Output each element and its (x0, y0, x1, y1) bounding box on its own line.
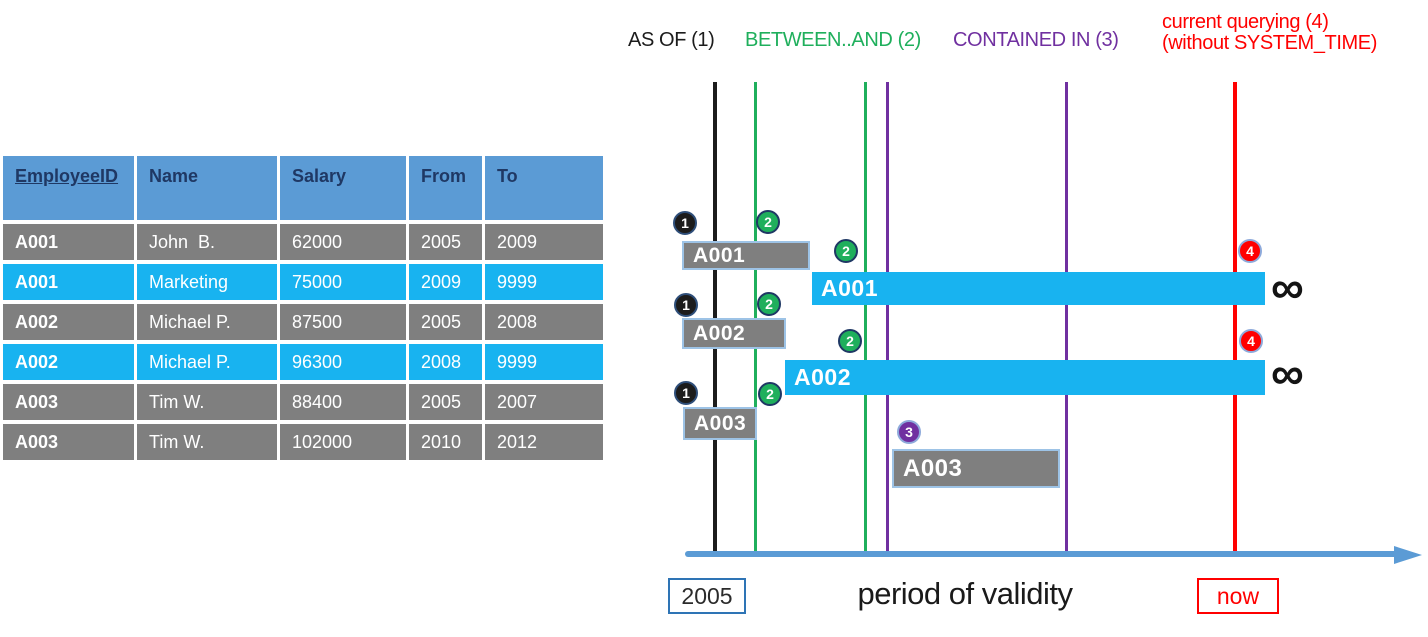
bar-label: A001 (821, 275, 878, 301)
legend-contained-in: CONTAINED IN (3) (953, 29, 1119, 51)
bar-label: A002 (794, 364, 851, 390)
bar-label: A003 (903, 454, 963, 482)
axis-start-year-box: 2005 (668, 578, 746, 614)
badge-between-and: 2 (838, 329, 862, 353)
legend-as-of: AS OF (1) (628, 29, 715, 51)
table-cell: 2005 (409, 384, 482, 420)
axis-start-year-label: 2005 (681, 582, 733, 609)
table-cell: 2007 (485, 384, 603, 420)
between-end-line (864, 82, 867, 556)
table-cell: 9999 (485, 264, 603, 300)
axis-now-box: now (1197, 578, 1279, 614)
table-cell: A001 (3, 224, 134, 260)
table-cell: Tim W. (137, 384, 277, 420)
bar-a001-current: A001 (812, 272, 1265, 305)
time-axis (685, 551, 1397, 557)
time-axis-arrowhead-icon (1394, 546, 1422, 564)
table-cell: A002 (3, 304, 134, 340)
infinity-icon: ∞ (1271, 261, 1304, 313)
bar-a003-history-2: A003 (892, 449, 1060, 488)
table-cell: A003 (3, 424, 134, 460)
column-header-name: Name (137, 156, 277, 220)
now-line (1233, 82, 1237, 556)
bar-a003-history-1: A003 (683, 407, 757, 440)
bar-label: A003 (694, 411, 747, 435)
badge-as-of: 1 (674, 293, 698, 317)
table-cell: 2009 (485, 224, 603, 260)
bar-label: A002 (693, 321, 746, 345)
badge-between-and: 2 (834, 239, 858, 263)
table-cell: 87500 (280, 304, 406, 340)
legend-between-and-label: BETWEEN..AND (2) (745, 29, 921, 51)
contained-in-end-line (1065, 82, 1068, 556)
badge-between-and: 2 (758, 382, 782, 406)
badge-between-and: 2 (757, 292, 781, 316)
table-cell: 62000 (280, 224, 406, 260)
legend-contained-in-label: CONTAINED IN (3) (953, 29, 1119, 51)
table-cell: Marketing (137, 264, 277, 300)
badge-current-querying: 4 (1238, 239, 1262, 263)
column-header-employeeid: EmployeeID (3, 156, 134, 220)
table-cell: 102000 (280, 424, 406, 460)
bar-a002-current: A002 (785, 360, 1265, 395)
axis-now-label: now (1216, 582, 1260, 609)
column-header-to: To (485, 156, 603, 220)
bar-label: A001 (693, 243, 746, 267)
bar-a002-history: A002 (682, 318, 786, 349)
badge-as-of: 1 (674, 381, 698, 405)
table-cell: A003 (3, 384, 134, 420)
table-cell: A002 (3, 344, 134, 380)
column-header-from: From (409, 156, 482, 220)
column-header-salary: Salary (280, 156, 406, 220)
legend-current-querying-label: current querying (4) (1162, 11, 1329, 33)
badge-between-and: 2 (756, 210, 780, 234)
table-cell: 75000 (280, 264, 406, 300)
table-cell: A001 (3, 264, 134, 300)
legend-as-of-label: AS OF (1) (628, 29, 715, 51)
axis-title: period of validity (857, 576, 1073, 611)
legend-current-querying: current querying (4)(without SYSTEM_TIME… (1162, 12, 1377, 54)
badge-contained-in: 3 (897, 420, 921, 444)
bar-a001-history: A001 (682, 241, 810, 270)
table-cell: 2005 (409, 224, 482, 260)
table-cell: 88400 (280, 384, 406, 420)
table-cell: 96300 (280, 344, 406, 380)
table-cell: 2005 (409, 304, 482, 340)
table-cell: 2009 (409, 264, 482, 300)
legend-between-and: BETWEEN..AND (2) (745, 30, 921, 51)
table-cell: John B. (137, 224, 277, 260)
infinity-icon: ∞ (1271, 347, 1304, 399)
table-cell: 2010 (409, 424, 482, 460)
contained-in-start-line (886, 82, 889, 556)
legend-current-querying-label-line2: (without SYSTEM_TIME) (1162, 32, 1377, 54)
table-cell: Michael P. (137, 344, 277, 380)
table-cell: 2012 (485, 424, 603, 460)
table-cell: 2008 (485, 304, 603, 340)
table-cell: 9999 (485, 344, 603, 380)
table-cell: 2008 (409, 344, 482, 380)
badge-current-querying: 4 (1239, 329, 1263, 353)
table-cell: Michael P. (137, 304, 277, 340)
table-cell: Tim W. (137, 424, 277, 460)
badge-as-of: 1 (673, 211, 697, 235)
